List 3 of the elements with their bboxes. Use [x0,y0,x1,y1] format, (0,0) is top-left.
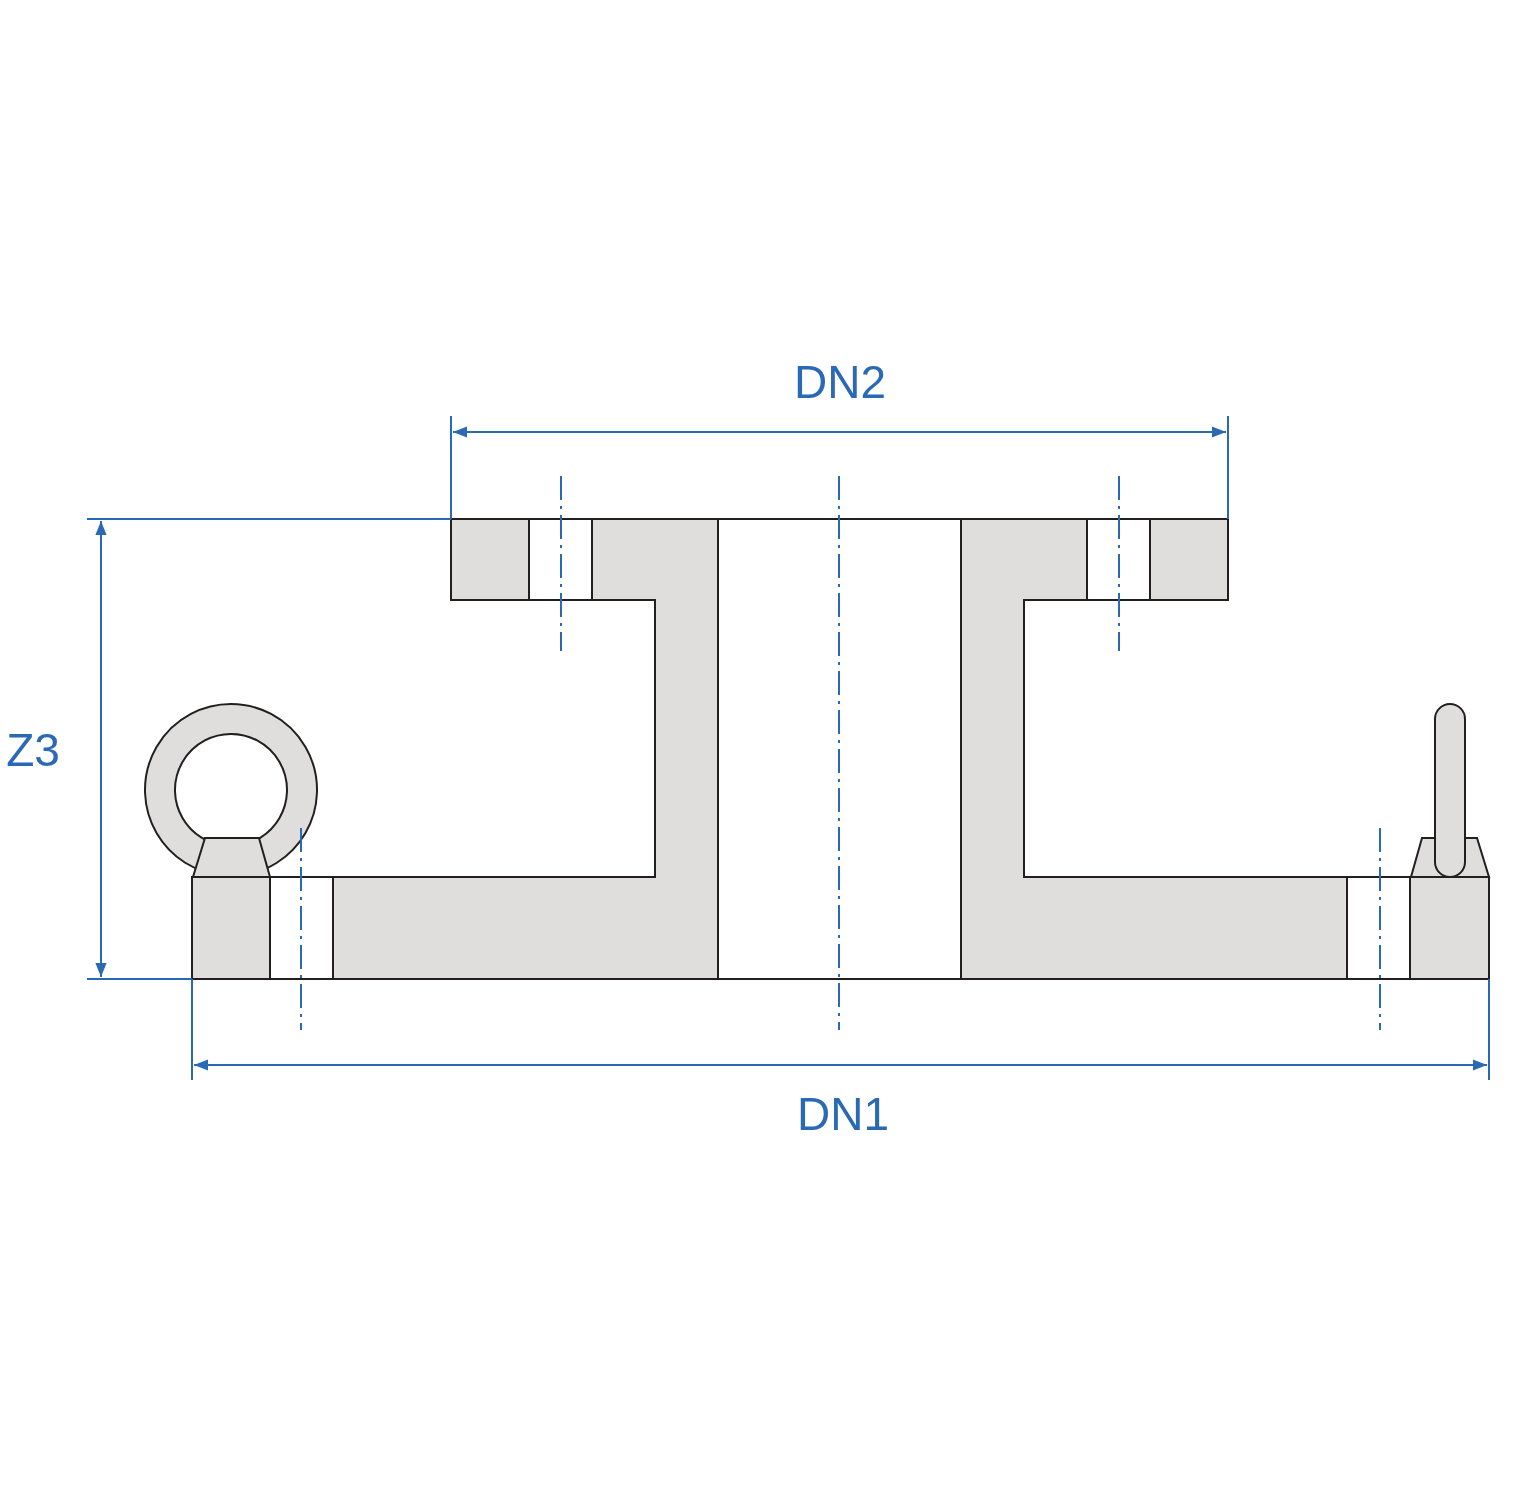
dimension-label: DN2 [794,359,886,405]
dimension-label: Z3 [6,727,60,773]
dimension-label: DN1 [797,1091,889,1137]
